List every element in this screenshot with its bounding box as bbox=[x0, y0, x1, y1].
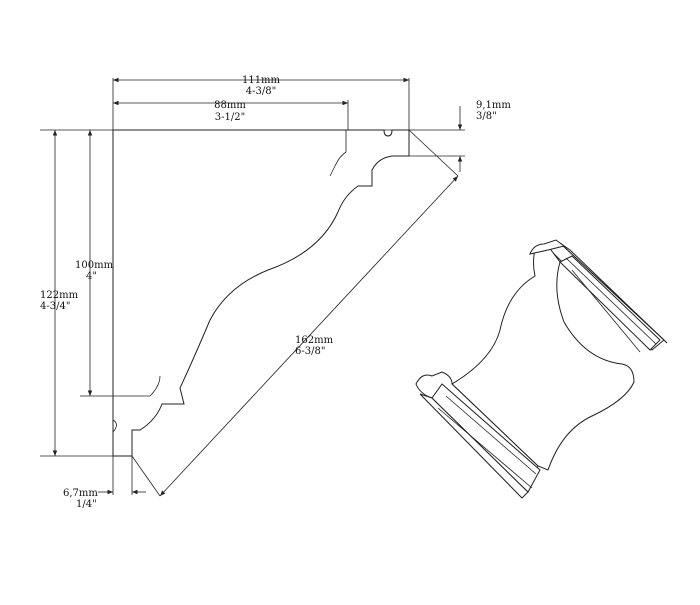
top-offset-metric: 9,1mm bbox=[476, 100, 511, 111]
inner-width-metric: 88mm bbox=[214, 100, 246, 111]
bottom-offset-imperial: 1/4" bbox=[76, 499, 97, 510]
overall-height-imperial: 4-3/4" bbox=[40, 301, 70, 312]
inner-height-imperial: 4" bbox=[86, 271, 97, 282]
molding-profile bbox=[112, 129, 410, 457]
inner-height-metric: 100mm bbox=[75, 260, 114, 271]
top-offset-imperial: 3/8" bbox=[476, 111, 497, 122]
diagonal-length-imperial: 6-3/8" bbox=[295, 346, 325, 357]
diagonal-length-metric: 162mm bbox=[295, 335, 334, 346]
overall-width-metric: 111mm bbox=[242, 75, 281, 86]
molding-isometric-view bbox=[415, 239, 668, 499]
overall-height-metric: 122mm bbox=[40, 290, 79, 301]
overall-width-imperial: 4-3/8" bbox=[246, 86, 276, 97]
dimension-lines bbox=[40, 77, 465, 497]
inner-width-imperial: 3-1/2" bbox=[215, 112, 245, 123]
bottom-offset-metric: 6,7mm bbox=[63, 488, 98, 499]
